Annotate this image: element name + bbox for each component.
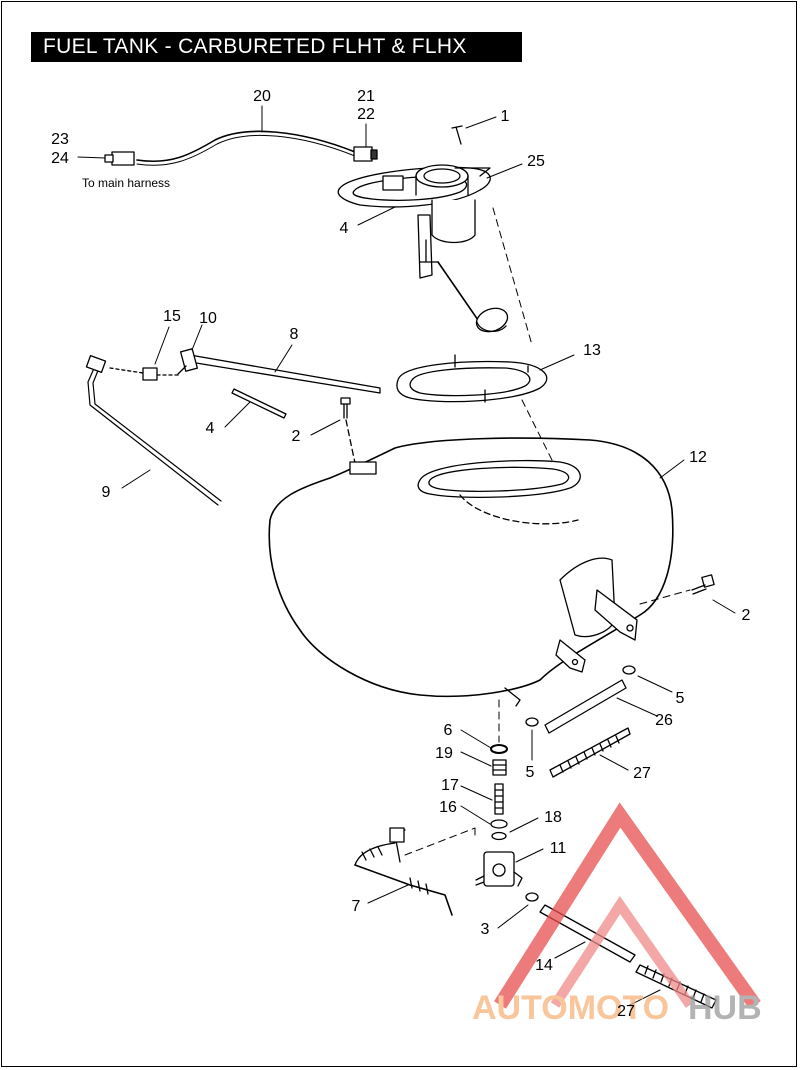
- fitting-19: [492, 759, 507, 776]
- callout-12: 12: [689, 449, 707, 466]
- vacuum-hose-7: [354, 827, 453, 916]
- gasket-13: [396, 354, 548, 403]
- callout-23: 23: [51, 131, 69, 148]
- screw-1: [451, 125, 463, 145]
- callout-7: 7: [352, 898, 361, 915]
- watermark-text-hub: HUB: [688, 989, 762, 1027]
- connector-15: [109, 367, 179, 381]
- callout-8: 8: [290, 326, 299, 343]
- callout-19: 19: [435, 745, 453, 762]
- petcock-11: [475, 851, 523, 887]
- callout-2-upper: 2: [292, 428, 301, 445]
- filter-17: [494, 783, 504, 815]
- callout-4-upper: 4: [340, 220, 349, 237]
- callout-27-lower: 27: [617, 1003, 635, 1020]
- callout-5-right: 5: [676, 690, 685, 707]
- o-ring-6: [490, 744, 508, 754]
- callout-5-left: 5: [526, 764, 535, 781]
- cable-strap-4: [231, 388, 287, 419]
- to-main-harness-note: To main harness: [82, 176, 170, 190]
- callout-26: 26: [655, 712, 673, 729]
- hose-clamp-5b: [525, 717, 539, 727]
- washer-16: [490, 819, 508, 829]
- callout-2-lower: 2: [742, 607, 751, 624]
- callout-10: 10: [199, 310, 217, 327]
- spring-27-upper: [549, 727, 631, 778]
- watermark-inner-triangle: [550, 896, 695, 1008]
- callout-4-lower: 4: [206, 420, 215, 437]
- fuel-hose-14: [539, 904, 636, 963]
- callout-24: 24: [51, 150, 69, 167]
- callout-15: 15: [163, 308, 181, 325]
- callout-20: 20: [253, 88, 271, 105]
- assembly-lines: [404, 207, 691, 856]
- page-title: FUEL TANK - CARBURETED FLHT & FLHX: [43, 35, 467, 58]
- vent-hose-9: [85, 354, 222, 506]
- callout-18: 18: [544, 809, 562, 826]
- vent-tube-8: [177, 348, 381, 394]
- wiring-harness: [104, 130, 378, 166]
- watermark-text-automoto: AUTOMOTO: [472, 989, 669, 1027]
- callout-25: 25: [527, 153, 545, 170]
- fuel-hose-26: [544, 679, 627, 734]
- seal-18: [491, 831, 507, 841]
- callout-1: 1: [501, 108, 510, 125]
- callout-14: 14: [535, 957, 553, 974]
- automotohub-watermark: AUTOMOTO HUB: [472, 802, 762, 1027]
- callout-21: 21: [357, 88, 375, 105]
- callout-9: 9: [102, 484, 111, 501]
- fuel-pump-sender-assembly: [337, 164, 509, 333]
- callout-27-upper: 27: [633, 765, 651, 782]
- callout-11: 11: [550, 840, 567, 857]
- callout-13: 13: [583, 342, 601, 359]
- clamp-3: [525, 892, 539, 902]
- callout-6: 6: [444, 722, 453, 739]
- watermark-triangle: [494, 802, 761, 1010]
- leader-lines: [77, 105, 736, 1006]
- callout-22: 22: [357, 106, 375, 123]
- callout-3: 3: [481, 921, 490, 938]
- hose-clamp-5a: [622, 665, 636, 675]
- title-bar: FUEL TANK - CARBURETED FLHT & FLHX: [31, 32, 522, 62]
- callout-17: 17: [441, 777, 459, 794]
- callout-16: 16: [439, 799, 457, 816]
- fuel-tank-12: [268, 437, 674, 707]
- screw-2-upper: [340, 397, 357, 469]
- screw-2-lower: [691, 574, 715, 595]
